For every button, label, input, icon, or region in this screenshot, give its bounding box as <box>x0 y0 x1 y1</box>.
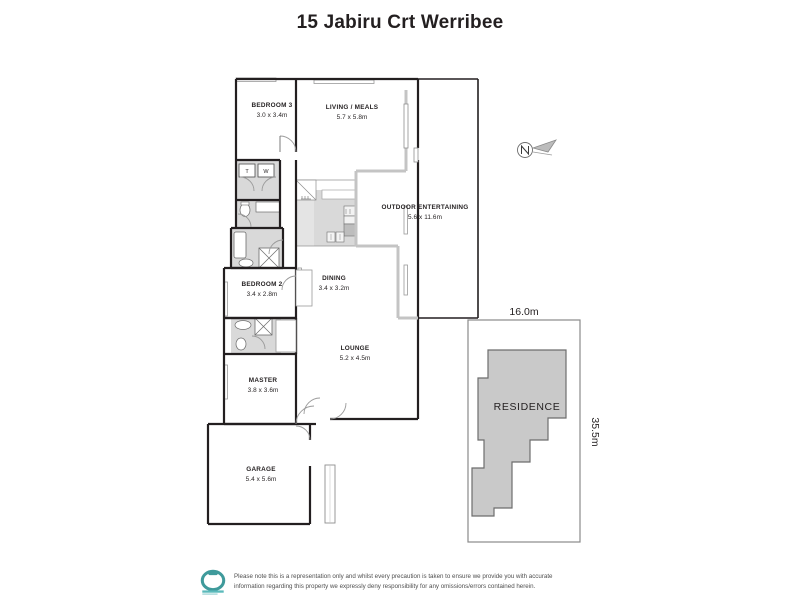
room-label-dining: DINING <box>322 275 346 282</box>
site-depth-label: 35.5m <box>589 417 601 446</box>
room-dims-master: 3.8 x 3.6m <box>248 387 279 394</box>
kitchen-fixtures <box>295 179 357 247</box>
room-label-living: LIVING / MEALS <box>326 104 379 111</box>
room-dims-bedroom2: 3.4 x 2.8m <box>247 291 278 298</box>
room-dims-dining: 3.4 x 3.2m <box>319 285 350 292</box>
sliding-doors <box>324 103 419 524</box>
disclaimer-line-1: Please note this is a representation onl… <box>234 573 553 580</box>
laundry-fixture-labels: T W <box>245 169 269 175</box>
room-label-master: MASTER <box>249 377 278 384</box>
house-walls <box>206 77 420 526</box>
sanitary-fixtures <box>233 163 281 351</box>
site-plan-labels: RESIDENCE 16.0m 35.5m <box>494 306 601 447</box>
page-title: 15 Jabiru Crt Werribee <box>296 12 504 33</box>
room-label-bedroom3: BEDROOM 3 <box>252 102 293 109</box>
room-dims-bedroom3: 3.0 x 3.4m <box>257 112 288 119</box>
site-plan <box>467 319 581 543</box>
disclaimer-text: Please note this is a representation onl… <box>234 568 553 592</box>
laundry-trough-label: T <box>245 169 249 175</box>
room-label-lounge: LOUNGE <box>341 345 370 352</box>
site-width-label: 16.0m <box>509 306 538 318</box>
walk-in-robe <box>275 269 313 353</box>
room-labels: BEDROOM 3 3.0 x 3.4m LIVING / MEALS 5.7 … <box>242 102 469 483</box>
laundry-washer-label: W <box>263 169 269 175</box>
outdoor-area-outline <box>418 78 479 319</box>
room-label-outdoor: OUTDOOR ENTERTAINING <box>382 204 469 211</box>
room-dims-living: 5.7 x 5.8m <box>337 114 368 121</box>
footer-disclaimer: Please note this is a representation onl… <box>200 568 670 596</box>
north-arrow-icon <box>517 139 557 158</box>
residence-label: RESIDENCE <box>494 401 561 413</box>
room-dims-outdoor: 5.6 x 11.6m <box>408 214 442 221</box>
room-label-garage: GARAGE <box>246 466 276 473</box>
room-dims-lounge: 5.2 x 4.5m <box>340 355 371 362</box>
room-label-bedroom2: BEDROOM 2 <box>242 281 283 288</box>
company-logo <box>200 568 226 596</box>
disclaimer-line-2: information regarding this property we e… <box>234 583 536 591</box>
room-dims-garage: 5.4 x 5.6m <box>246 476 277 483</box>
